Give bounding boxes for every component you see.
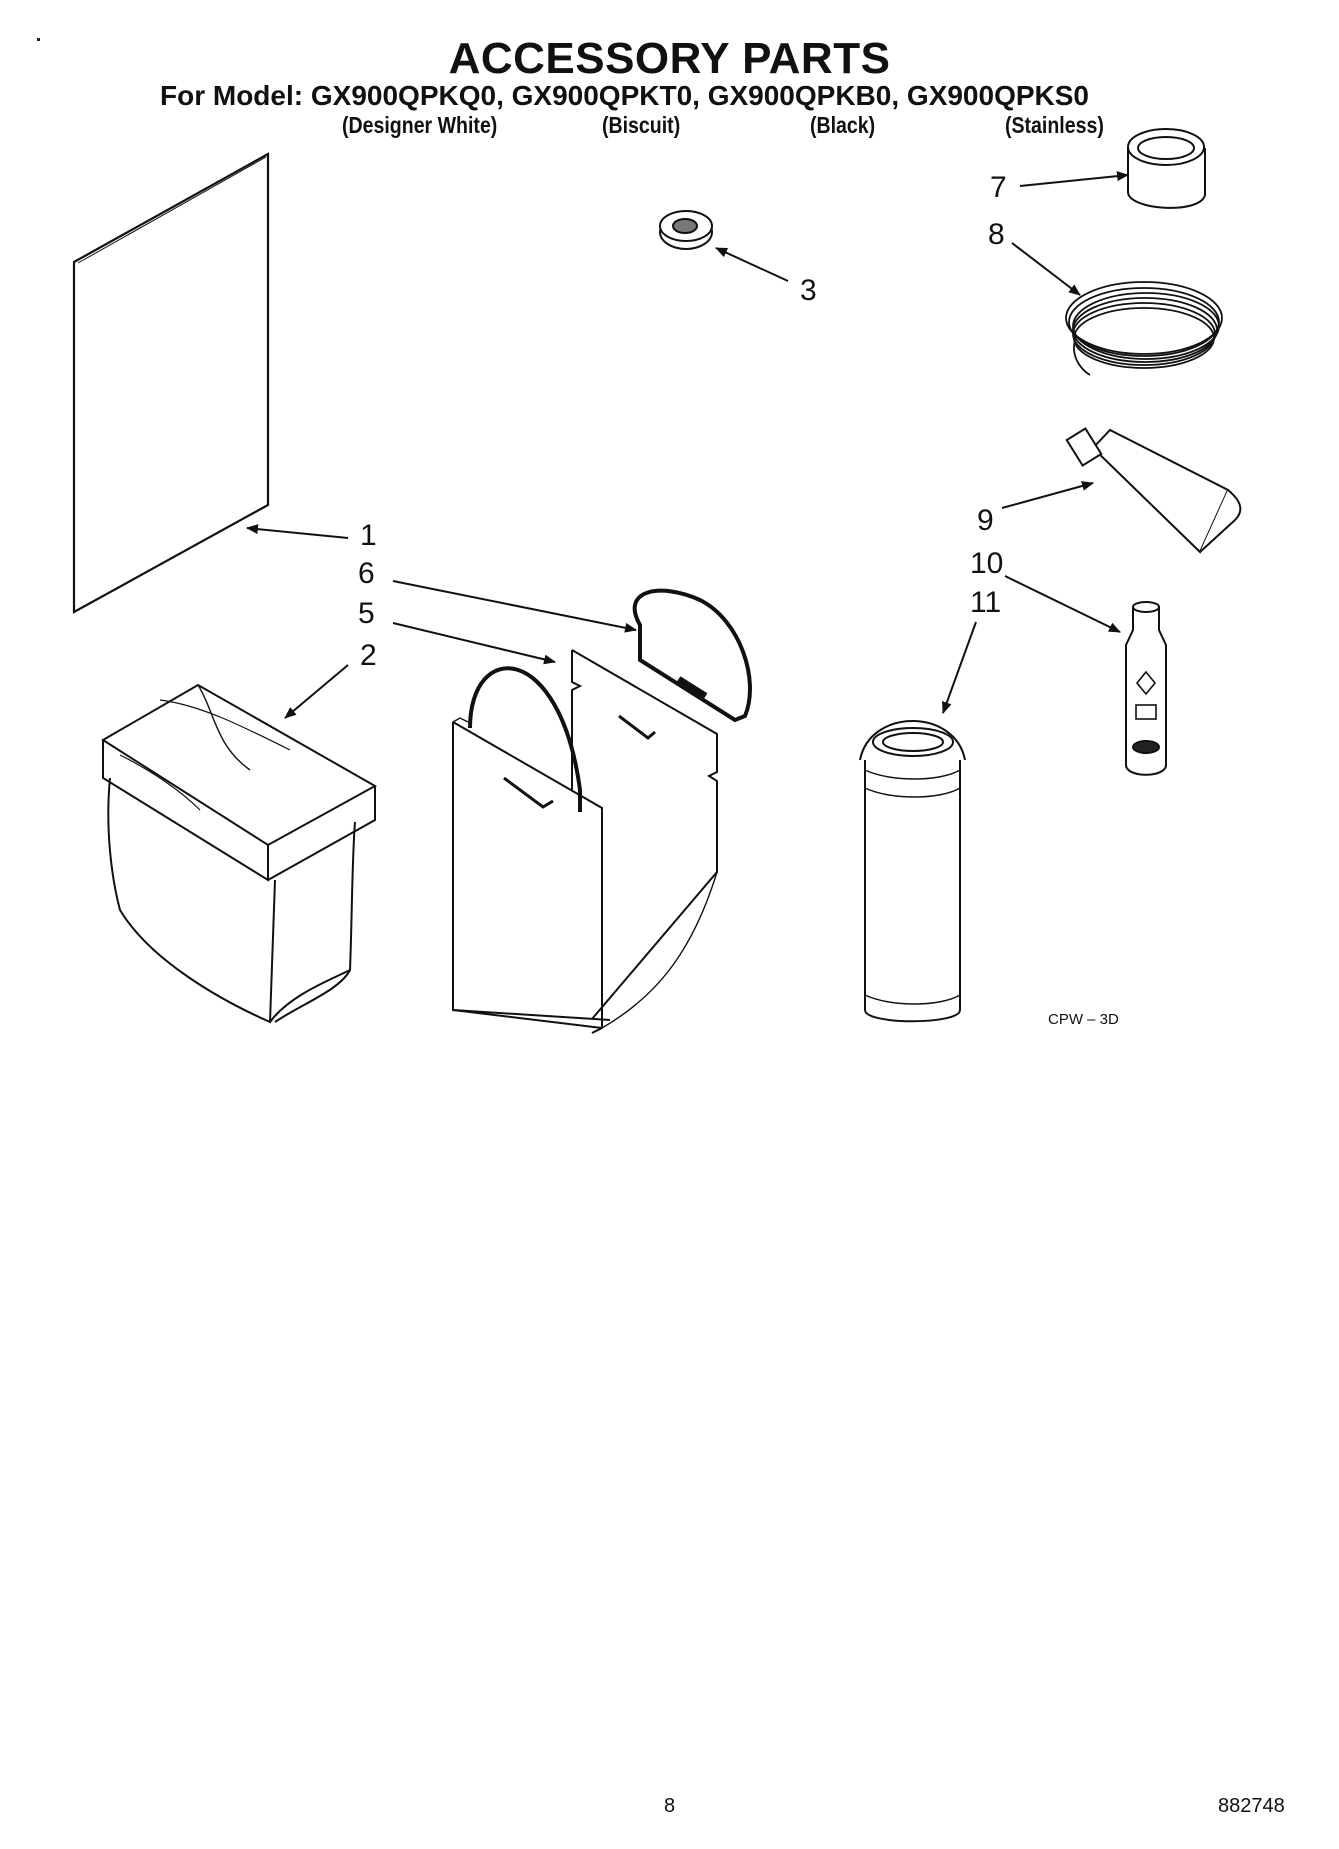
part-10-bottle [1125,601,1167,776]
leader-10 [1004,575,1121,633]
variant-designer-white: (Designer White) [342,112,498,138]
leader-lines [246,171,1129,719]
leader-11 [942,621,977,714]
leader-1 [246,524,349,539]
part-3-cap [659,210,713,250]
part-9-tube [1065,427,1242,554]
leader-9 [1001,481,1094,509]
leader-6 [392,580,637,633]
callout-3: 3 [800,274,817,307]
part-8-tubing [1065,281,1223,376]
variant-stainless: (Stainless) [1005,112,1104,138]
page-number: 8 [663,1795,676,1817]
part-11-spray-can [859,720,966,1023]
leader-2 [284,664,349,719]
leader-3 [715,247,789,282]
part-2-bag [101,683,378,1024]
callout-11: 11 [970,586,1001,619]
part-1-panel [72,152,270,614]
part-7-ring [1127,128,1206,209]
diagram-code: CPW – 3D [1048,1011,1119,1028]
callout-1: 1 [360,519,377,552]
part-5-holder [452,649,718,1034]
variant-biscuit: (Biscuit) [602,112,681,138]
variant-black: (Black) [810,112,876,138]
callout-6: 6 [358,557,375,590]
callout-2: 2 [360,639,377,672]
callout-10: 10 [970,547,1003,580]
document-number: 882748 [1218,1795,1285,1817]
page-title: ACCESSORY PARTS [448,34,891,83]
corner-mark [37,38,40,41]
callout-9: 9 [977,504,994,537]
callout-5: 5 [358,597,375,630]
leader-7 [1019,171,1129,187]
leader-5 [392,622,556,665]
part-6-handle [632,588,752,723]
callout-8: 8 [988,218,1005,251]
leader-8 [1011,242,1081,296]
model-list: For Model: GX900QPKQ0, GX900QPKT0, GX900… [160,80,1090,111]
callout-7: 7 [990,171,1007,204]
